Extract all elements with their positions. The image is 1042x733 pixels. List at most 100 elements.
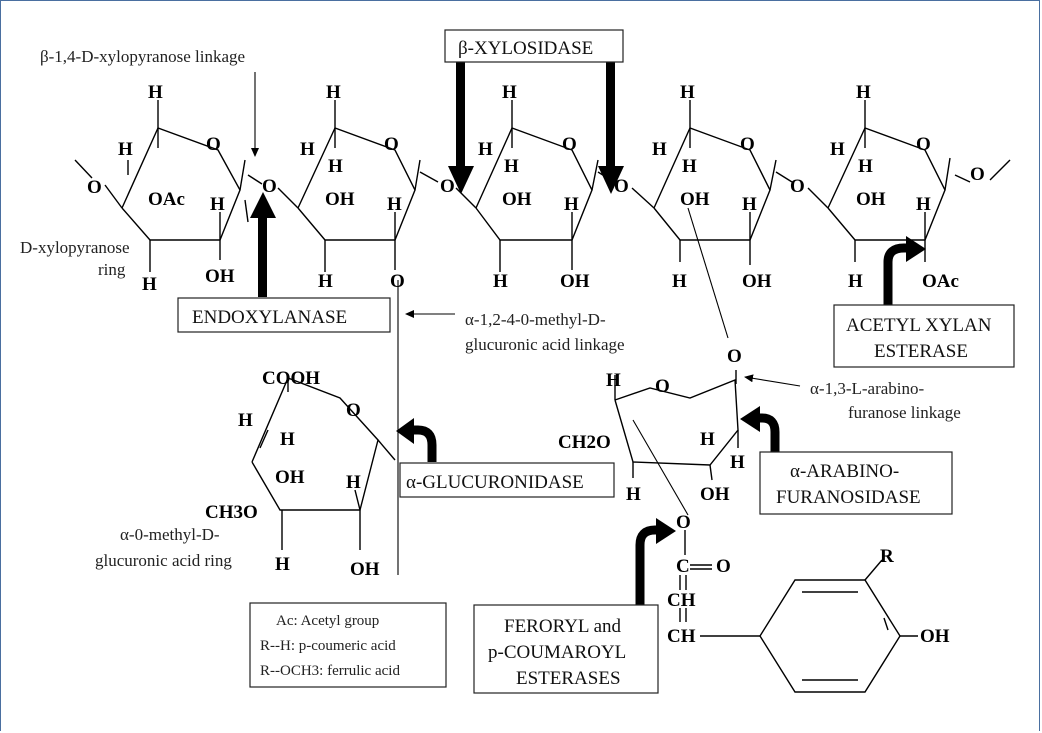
- atom-o: O: [676, 512, 691, 533]
- atom-h: H: [680, 82, 695, 103]
- atom-r: R: [880, 546, 894, 567]
- atom-h: H: [916, 194, 931, 215]
- atom-o: O: [440, 176, 455, 197]
- atom-oh: OH: [742, 271, 772, 292]
- atom-labels: H H O O OAc H H OH O H H O H OH H H O O …: [87, 82, 985, 647]
- atom-h: H: [280, 429, 295, 450]
- label-xylopyranose-linkage: β-1,4-D-xylopyranose linkage: [40, 47, 245, 66]
- atom-o: O: [970, 164, 985, 185]
- atom-h: H: [300, 139, 315, 160]
- atom-c: C: [676, 556, 690, 577]
- glucuronic-acid-ring: [251, 377, 396, 550]
- atom-h: H: [318, 271, 333, 292]
- atom-o: O: [562, 134, 577, 155]
- linkage-labels: β-1,4-D-xylopyranose linkage D-xylopyran…: [20, 47, 961, 570]
- enzyme-feroryl: FERORYL and: [504, 616, 621, 637]
- xylan-backbone: [74, 100, 1011, 272]
- arabinofuranose-ring: [614, 207, 739, 516]
- label-xylopyranose-ring-2: ring: [98, 260, 126, 279]
- atom-h: H: [504, 156, 519, 177]
- atom-h: H: [830, 139, 845, 160]
- atom-h: H: [210, 194, 225, 215]
- atom-h: H: [742, 194, 757, 215]
- box-feroryl-esterases: [473, 604, 659, 694]
- enzyme-acetyl-xylan-esterase-2: ESTERASE: [874, 341, 968, 362]
- atom-h: H: [238, 410, 253, 431]
- atom-oac: OAc: [148, 189, 185, 210]
- atom-h: H: [142, 274, 157, 295]
- atom-o: O: [740, 134, 755, 155]
- box-arabinofuranosidase: [759, 451, 953, 515]
- atom-o: O: [206, 134, 221, 155]
- enzyme-arabinofuranosidase: α-ARABINO-: [790, 461, 899, 482]
- atom-oh: OH: [680, 189, 710, 210]
- atom-h: H: [626, 484, 641, 505]
- coumaroyl-ester-group: [679, 530, 918, 693]
- atom-oh: OH: [856, 189, 886, 210]
- label-xylopyranose-ring: D-xylopyranose: [20, 238, 130, 257]
- legend-box: [249, 602, 447, 688]
- box-alpha-glucuronidase: [399, 462, 615, 498]
- atom-oh: OH: [275, 467, 305, 488]
- atom-h: H: [672, 271, 687, 292]
- atom-ch: CH: [667, 626, 696, 647]
- label-glucuronic-linkage-2: glucuronic acid linkage: [465, 335, 625, 354]
- enzyme-arrows: [250, 52, 926, 605]
- atom-h: H: [652, 139, 667, 160]
- atom-o: O: [916, 134, 931, 155]
- atom-h: H: [730, 452, 745, 473]
- atom-h: H: [118, 139, 133, 160]
- enzyme-arabinofuranosidase-2: FURANOSIDASE: [776, 487, 921, 508]
- enzyme-esterases: ESTERASES: [516, 668, 621, 689]
- atom-ch: CH: [667, 590, 696, 611]
- atom-h: H: [700, 429, 715, 450]
- atom-o: O: [614, 176, 629, 197]
- enzyme-beta-xylosidase: β-XYLOSIDASE: [458, 38, 593, 59]
- atom-o: O: [346, 400, 361, 421]
- box-endoxylanase: [177, 297, 391, 333]
- box-beta-xylosidase: [444, 29, 624, 63]
- atom-oh: OH: [700, 484, 730, 505]
- label-arabino-linkage-2: furanose linkage: [848, 403, 961, 422]
- atom-h: H: [346, 472, 361, 493]
- enzyme-coumaroyl: p-COUMAROYL: [488, 642, 626, 663]
- atom-h: H: [682, 156, 697, 177]
- atom-h: H: [478, 139, 493, 160]
- label-glucuronic-ring: α-0-methyl-D-: [120, 525, 220, 544]
- atom-o: O: [262, 176, 277, 197]
- box-acetyl-xylan-esterase: [833, 304, 1015, 368]
- legend-ferrulic: R--OCH3: ferrulic acid: [260, 663, 400, 679]
- label-arabino-linkage: α-1,3-L-arabino-: [810, 379, 924, 398]
- legend-acetyl: Ac: Acetyl group: [276, 613, 379, 629]
- atom-oh: OH: [502, 189, 532, 210]
- enzyme-boxes: β-XYLOSIDASE ENDOXYLANASE ACETYL XYLAN E…: [177, 29, 1015, 694]
- atom-h: H: [856, 82, 871, 103]
- atom-h: H: [848, 271, 863, 292]
- enzyme-alpha-glucuronidase: α-GLUCURONIDASE: [406, 472, 584, 493]
- atom-oh: OH: [350, 559, 380, 580]
- atom-o: O: [727, 346, 742, 367]
- atom-ch2o: CH2O: [558, 432, 611, 453]
- atom-o: O: [790, 176, 805, 197]
- atom-o: O: [655, 376, 670, 397]
- atom-oac: OAc: [922, 271, 959, 292]
- atom-oh: OH: [560, 271, 590, 292]
- atom-h: H: [148, 82, 163, 103]
- atom-h: H: [858, 156, 873, 177]
- atom-o: O: [390, 271, 405, 292]
- atom-h: H: [328, 156, 343, 177]
- legend-coumeric: R--H: p-coumeric acid: [260, 638, 396, 654]
- atom-h: H: [326, 82, 341, 103]
- atom-oh: OH: [920, 626, 950, 647]
- atom-h: H: [564, 194, 579, 215]
- enzyme-acetyl-xylan-esterase: ACETYL XYLAN: [846, 315, 992, 336]
- enzyme-endoxylanase: ENDOXYLANASE: [192, 307, 347, 328]
- atom-h: H: [606, 370, 621, 391]
- atom-oh: OH: [205, 266, 235, 287]
- label-glucuronic-linkage: α-1,2-4-0-methyl-D-: [465, 310, 606, 329]
- atom-oh: OH: [325, 189, 355, 210]
- atom-o: O: [87, 177, 102, 198]
- atom-h: H: [275, 554, 290, 575]
